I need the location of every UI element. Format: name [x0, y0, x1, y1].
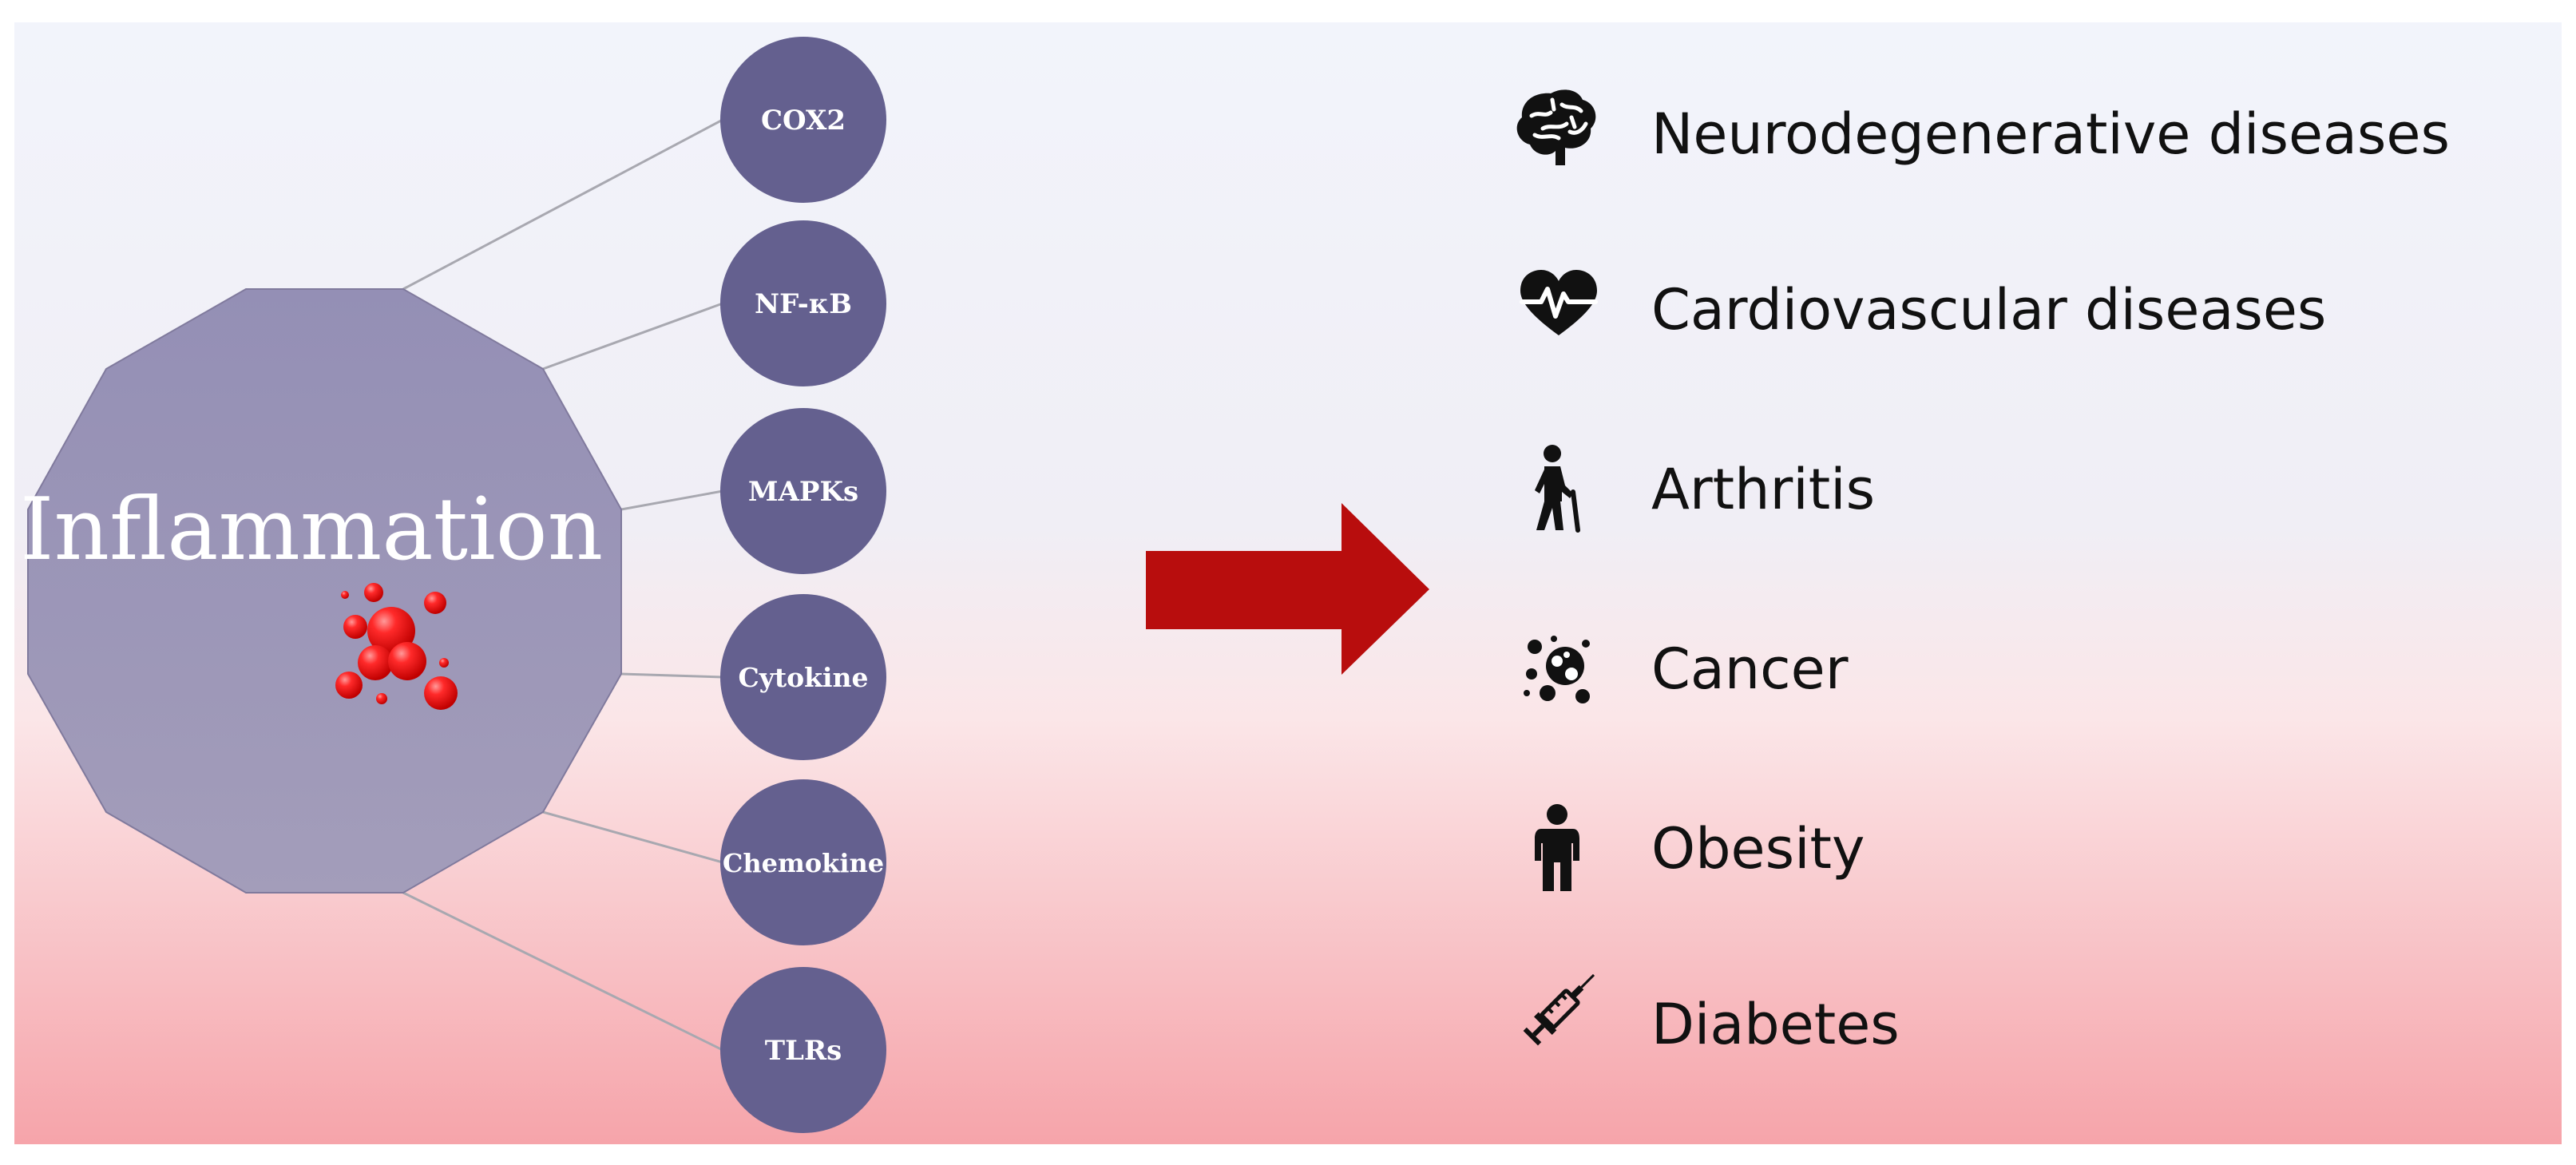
disease-label-cancer: Cancer	[1651, 636, 1849, 702]
mediator-circle-cox2: COX2	[720, 37, 886, 203]
connector-line-cox2	[402, 118, 723, 291]
mediator-circle-mapks: MAPKs	[720, 408, 886, 574]
disease-label-arthritis: Arthritis	[1651, 457, 1875, 522]
mediator-circle-tlrs: TLRs	[720, 967, 886, 1133]
disease-list: Neurodegenerative diseases Cardiovascula…	[1651, 101, 2450, 1057]
mediator-label: Cytokine	[738, 662, 868, 693]
connector-line-nfkb	[542, 302, 723, 371]
inflammation-label: Inflammation	[20, 480, 603, 580]
disease-label-obesity: Obesity	[1651, 816, 1865, 882]
connector-line-tlrs	[402, 891, 723, 1052]
elderly-person-icon	[1535, 445, 1580, 533]
mediator-circle-chemokine: Chemokine	[720, 779, 886, 945]
mediator-label: MAPKs	[748, 476, 858, 508]
mediator-circle-nfkb: NF-κB	[720, 220, 886, 386]
mediator-label: COX2	[761, 105, 846, 137]
right-arrow-icon	[1146, 503, 1429, 675]
mediator-label: NF-κB	[755, 288, 852, 320]
disease-label-diabetes: Diabetes	[1651, 992, 1900, 1057]
mediator-label: TLRs	[765, 1035, 842, 1067]
inflammation-polygon	[27, 288, 622, 894]
heart-icon	[1520, 270, 1598, 335]
mediator-circle-cytokine: Cytokine	[720, 594, 886, 760]
connector-lines	[402, 118, 723, 1052]
mediator-list: COX2 NF-κB MAPKs Cytokine Chemokine TLRs	[720, 37, 886, 1133]
connector-line-mapks	[620, 489, 723, 511]
disease-label-neurodegenerative: Neurodegenerative diseases	[1651, 101, 2450, 167]
cancer-cells-icon	[1524, 636, 1590, 703]
mediator-label: Chemokine	[723, 848, 884, 878]
brain-icon	[1516, 89, 1596, 166]
inflammation-bubbles-icon	[335, 583, 458, 710]
obese-person-icon	[1535, 804, 1579, 891]
disease-label-cardiovascular: Cardiovascular diseases	[1651, 277, 2326, 343]
connector-line-cytokine	[620, 672, 723, 679]
connector-line-chemokine	[542, 810, 723, 864]
syringe-icon	[1523, 973, 1595, 1046]
